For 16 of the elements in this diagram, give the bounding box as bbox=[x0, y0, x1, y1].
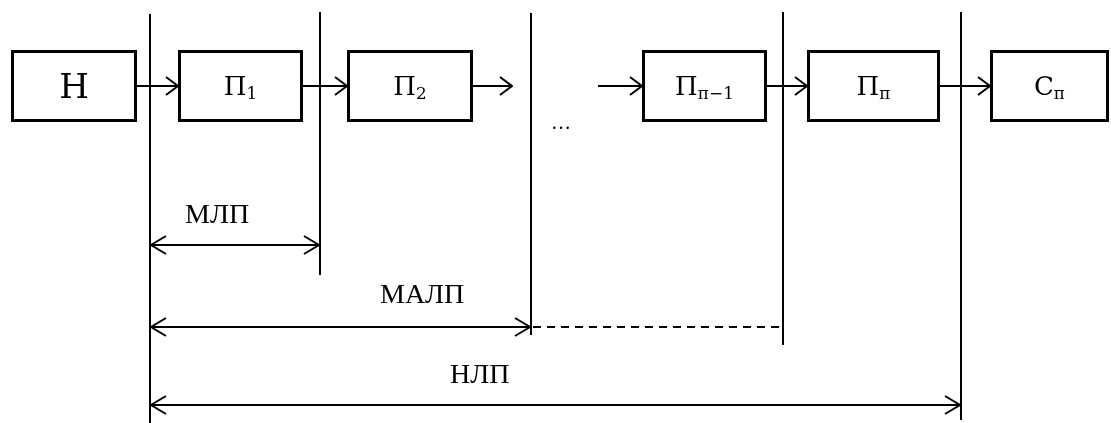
process-box: П$_{1}$ bbox=[178, 50, 303, 122]
process-box: П$_{п−1}$ bbox=[642, 50, 767, 122]
arrow bbox=[472, 76, 513, 96]
arrow bbox=[597, 76, 643, 96]
ellipsis: … bbox=[551, 112, 571, 132]
dimension-label: НЛП bbox=[450, 360, 510, 388]
arrow bbox=[766, 76, 808, 96]
arrow bbox=[136, 76, 179, 96]
arrow bbox=[939, 76, 991, 96]
process-box: П$_{п}$ bbox=[807, 50, 940, 122]
dimension-label: МЛП bbox=[185, 200, 250, 228]
process-box: Н bbox=[11, 50, 137, 122]
process-box: П$_{2}$ bbox=[347, 50, 473, 122]
arrow bbox=[302, 76, 348, 96]
process-box: С$_{п}$ bbox=[990, 50, 1109, 122]
dimension-label: МАЛП bbox=[380, 280, 465, 308]
